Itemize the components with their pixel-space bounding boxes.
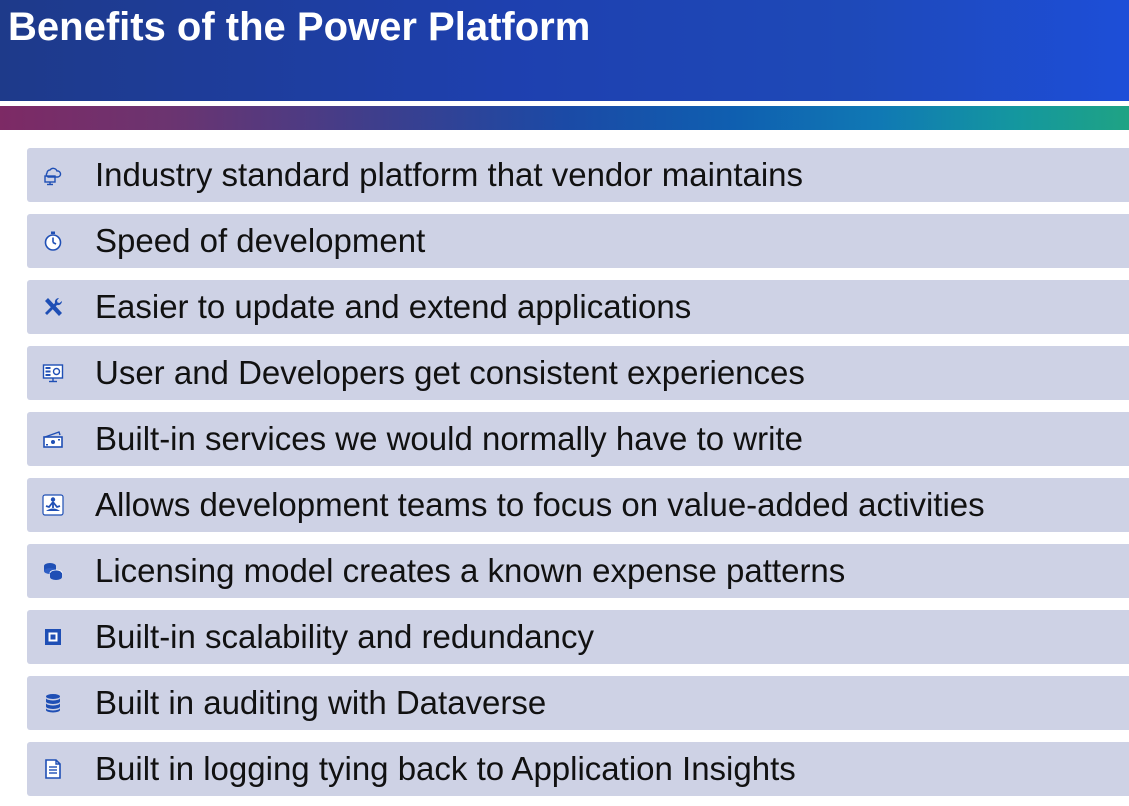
- document-icon: [42, 758, 64, 780]
- benefit-item: Built-in services we would normally have…: [27, 412, 1129, 466]
- benefit-item: Allows development teams to focus on val…: [27, 478, 1129, 532]
- benefit-item: Licensing model creates a known expense …: [27, 544, 1129, 598]
- benefit-item: Industry standard platform that vendor m…: [27, 148, 1129, 202]
- benefit-text: Industry standard platform that vendor m…: [95, 156, 804, 193]
- benefit-item: Built in auditing with Dataverse: [27, 676, 1129, 730]
- dashboard-screen-icon: [42, 362, 64, 384]
- benefit-text: Built in logging tying back to Applicati…: [95, 750, 796, 787]
- slide-title: Benefits of the Power Platform: [8, 5, 591, 49]
- processor-chip-icon: [42, 626, 64, 648]
- benefit-text: Built-in services we would normally have…: [95, 420, 803, 457]
- decorative-gradient-stripe: [0, 106, 1129, 130]
- benefit-text: Allows development teams to focus on val…: [95, 486, 985, 523]
- benefit-text: Speed of development: [95, 222, 426, 259]
- benefit-text: Built in auditing with Dataverse: [95, 684, 547, 721]
- title-bar: Benefits of the Power Platform: [0, 0, 1129, 101]
- benefit-text: Built-in scalability and redundancy: [95, 618, 594, 655]
- coins-icon: [42, 560, 64, 582]
- stopwatch-icon: [42, 230, 64, 252]
- benefit-text: Licensing model creates a known expense …: [95, 552, 846, 589]
- tools-icon: [42, 296, 64, 318]
- benefit-item: Built-in scalability and redundancy: [27, 610, 1129, 664]
- database-icon: [42, 692, 64, 714]
- benefit-item: Built in logging tying back to Applicati…: [27, 742, 1129, 796]
- benefit-text: User and Developers get consistent exper…: [95, 354, 805, 391]
- benefit-item: Easier to update and extend applications: [27, 280, 1129, 334]
- benefit-text: Easier to update and extend applications: [95, 288, 692, 325]
- meditation-person-icon: [42, 494, 64, 516]
- benefit-item: Speed of development: [27, 214, 1129, 268]
- cloud-monitor-icon: [42, 164, 64, 186]
- benefits-list: Industry standard platform that vendor m…: [27, 148, 1129, 806]
- cash-register-icon: [42, 428, 64, 450]
- benefit-item: User and Developers get consistent exper…: [27, 346, 1129, 400]
